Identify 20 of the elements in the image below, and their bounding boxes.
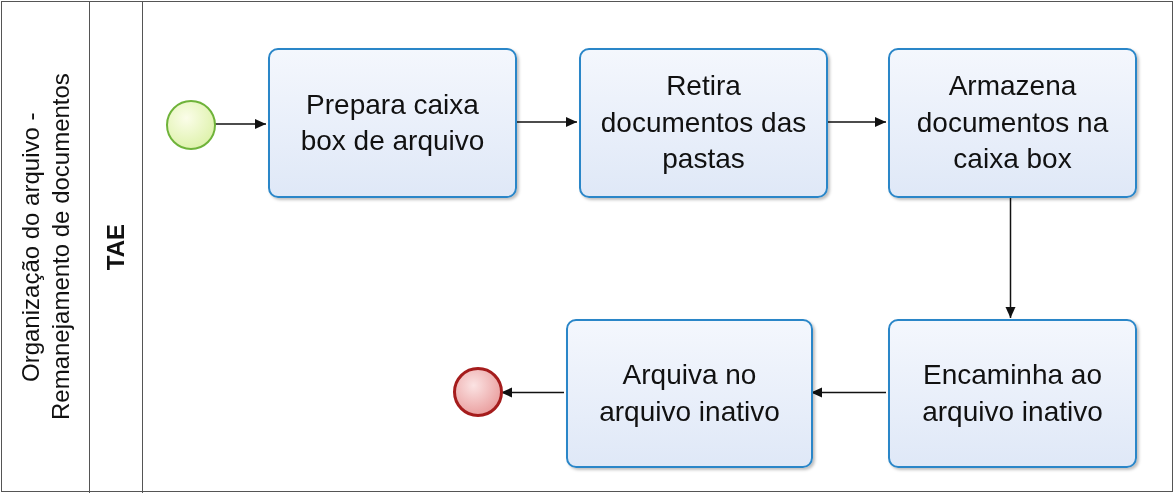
sequence-flow-arrow <box>500 387 565 398</box>
task-label: Prepara caixa box de arquivo <box>299 87 486 158</box>
sequence-flow-arrow <box>514 117 578 127</box>
task-box <box>888 319 1137 468</box>
task-box <box>566 319 813 468</box>
task-box <box>579 48 828 198</box>
task-label: Retira documentos das pastas <box>599 69 808 177</box>
end-event-circle <box>453 367 503 417</box>
task-label: Encaminha ao arquivo inativo <box>921 358 1104 429</box>
sequence-flow-arrow <box>213 119 267 129</box>
sequence-flow-arrow <box>810 387 887 398</box>
pool-label: Organização do arquivo - Remanejamento de documentos <box>15 72 75 422</box>
task-box <box>888 48 1137 198</box>
task-label: Armazena documentos na caixa box <box>915 69 1110 177</box>
task-label: Arquiva no arquivo inativo <box>598 358 781 429</box>
task-box <box>268 48 517 198</box>
sequence-flow-arrow <box>1005 196 1016 319</box>
sequence-flow-arrow <box>825 117 887 127</box>
lane-label: TAE <box>101 224 130 271</box>
start-event-circle <box>166 100 216 150</box>
